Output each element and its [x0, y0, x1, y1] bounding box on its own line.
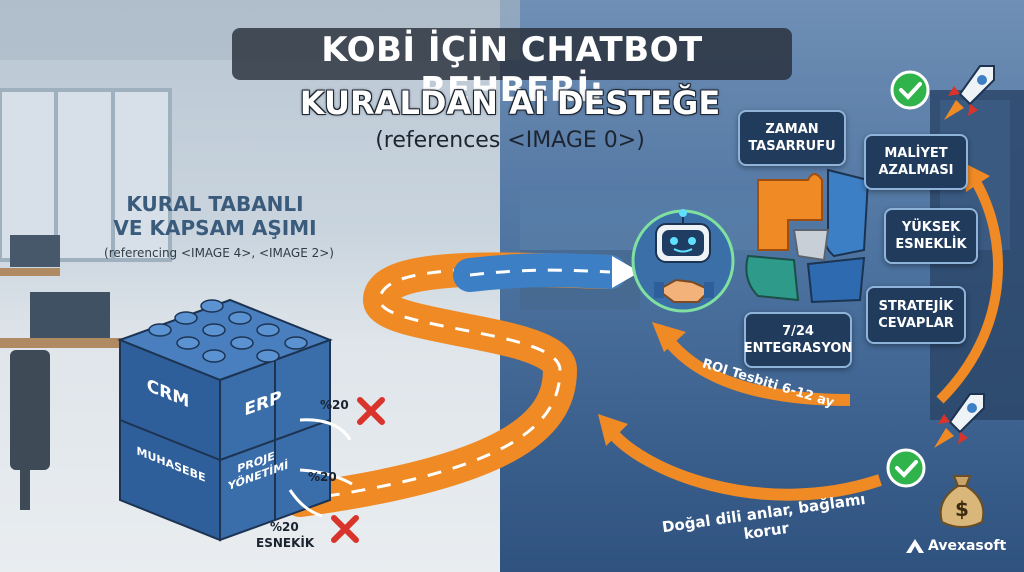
percent-label-3: %20 — [270, 520, 299, 534]
brand-name: Avexasoft — [928, 538, 1007, 554]
heading-line1: KURAL TABANLI — [126, 192, 304, 216]
percent-label-2: %20 — [308, 470, 337, 484]
title-line1: KOBİ İÇİN CHATBOT REHBERİ: — [321, 30, 703, 110]
rocket-icon — [934, 393, 985, 448]
logo-mark-icon — [906, 539, 924, 553]
rocket-icon — [944, 65, 995, 120]
puzzle-icon — [745, 168, 870, 304]
benefit-zaman: ZAMAN TASARRUFU — [738, 110, 846, 166]
brand-logo: Avexasoft — [906, 538, 1006, 554]
handshake-icon — [654, 278, 714, 303]
esnekik-label: ESNEKİK — [256, 536, 315, 550]
percent-label-1: %20 — [320, 398, 349, 412]
subtitle: (references <IMAGE 0>) — [375, 128, 645, 153]
cross-icon — [331, 515, 359, 543]
heading-line2: VE KAPSAM AŞIMI — [113, 216, 317, 240]
money-bag-icon: $ — [939, 475, 985, 528]
title-line2: KURALDAN AI DESTEĞE — [299, 84, 721, 122]
check-icon — [890, 70, 930, 110]
svg-text:$: $ — [955, 497, 969, 521]
rule-based-heading: KURAL TABANLI VE KAPSAM AŞIMI — [100, 192, 330, 240]
benefit-entegrasyon: 7/24 ENTEGRASYON — [744, 312, 852, 368]
title-banner — [232, 28, 792, 80]
benefit-maliyet: MALİYET AZALMASI — [864, 134, 968, 190]
benefit-esneklik: YÜKSEK ESNEKLİK — [884, 208, 978, 264]
left-reference: (referencing <IMAGE 4>, <IMAGE 2>) — [104, 246, 334, 260]
cross-icon — [357, 397, 385, 425]
check-icon — [886, 448, 926, 488]
benefit-stratejik: STRATEJİK CEVAPLAR — [866, 286, 966, 344]
